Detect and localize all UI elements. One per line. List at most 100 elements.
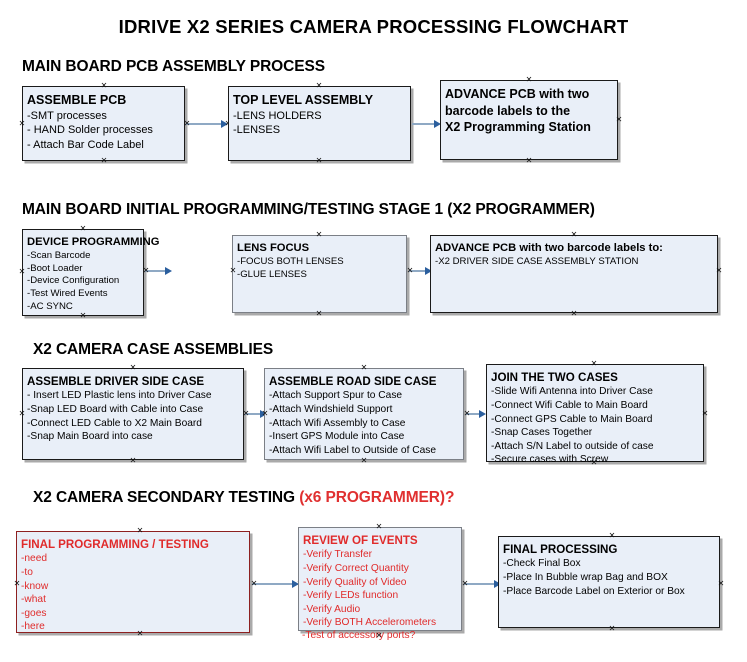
box-title: DEVICE PROGRAMMING: [27, 236, 160, 248]
anchor-handle[interactable]: ✕: [375, 631, 383, 640]
box-assemble-road-side-case[interactable]: ASSEMBLE ROAD SIDE CASE -Attach Support …: [264, 368, 464, 460]
box-line: -FOCUS BOTH LENSES: [237, 255, 344, 267]
box-final-processing[interactable]: FINAL PROCESSING -Check Final Box -Place…: [498, 536, 720, 628]
box-line: - Attach Bar Code Label: [27, 138, 144, 151]
anchor-handle[interactable]: ✕: [18, 267, 26, 276]
anchor-handle[interactable]: ✕: [315, 230, 323, 239]
box-advance-pcb-to-x2-programming-station[interactable]: ADVANCE PCB with two barcode labels to t…: [440, 80, 618, 160]
arrowhead-icon: [434, 119, 441, 128]
section-heading-accent: (x6 PROGRAMMER)?: [299, 489, 455, 506]
section-heading-x2-camera-secondary-testing: X2 CAMERA SECONDARY TESTING (x6 PROGRAMM…: [33, 489, 454, 507]
section-heading-text: MAIN BOARD INITIAL PROGRAMMING/TESTING S…: [22, 201, 595, 218]
box-line: -Check Final Box: [503, 558, 581, 570]
box-line: -Attach Windshield Support: [269, 403, 393, 415]
section-heading-text: X2 CAMERA CASE ASSEMBLIES: [33, 341, 274, 358]
box-line: -LENS HOLDERS: [233, 109, 322, 122]
anchor-handle[interactable]: ✕: [570, 230, 578, 239]
anchor-handle[interactable]: ✕: [79, 224, 87, 233]
anchor-handle[interactable]: ✕: [615, 115, 623, 124]
box-line: -Snap Cases Together: [491, 427, 593, 439]
box-title: ASSEMBLE DRIVER SIDE CASE: [27, 375, 205, 388]
anchor-handle[interactable]: ✕: [701, 409, 709, 418]
page-title: IDRIVE X2 SERIES CAMERA PROCESSING FLOWC…: [118, 16, 629, 37]
box-line: -Place Barcode Label on Exterior or Box: [503, 585, 685, 597]
anchor-handle[interactable]: ✕: [590, 458, 598, 467]
anchor-handle[interactable]: ✕: [18, 409, 26, 418]
box-line: -Connect GPS Cable to Main Board: [491, 413, 653, 425]
anchor-handle[interactable]: ✕: [100, 156, 108, 165]
anchor-handle[interactable]: ✕: [315, 81, 323, 90]
anchor-handle[interactable]: ✕: [406, 266, 414, 275]
box-final-programming-testing[interactable]: FINAL PROGRAMMING / TESTING -need -to -k…: [16, 531, 250, 633]
box-line: -SMT processes: [27, 109, 107, 122]
anchor-handle[interactable]: ✕: [590, 359, 598, 368]
section-heading-main-board-pcb-assembly-process: MAIN BOARD PCB ASSEMBLY PROCESS: [22, 58, 325, 76]
box-line: -Attach S/N Label to outside of case: [491, 440, 654, 452]
box-line: -Insert GPS Module into Case: [269, 431, 405, 443]
section-heading-text: MAIN BOARD PCB ASSEMBLY PROCESS: [22, 58, 325, 75]
anchor-handle[interactable]: ✕: [315, 156, 323, 165]
box-line: -need: [21, 553, 48, 565]
box-title: REVIEW OF EVENTS: [303, 534, 418, 547]
box-title: ASSEMBLE PCB: [27, 93, 127, 107]
anchor-handle[interactable]: ✕: [261, 409, 269, 418]
box-join-the-two-cases[interactable]: JOIN THE TWO CASES -Slide Wifi Antenna i…: [486, 364, 704, 465]
box-advance-pcb-to-driver-side-case-assembly[interactable]: ADVANCE PCB with two barcode labels to: …: [430, 235, 718, 313]
anchor-handle[interactable]: ✕: [608, 624, 616, 633]
anchor-handle[interactable]: ✕: [717, 579, 725, 588]
box-title: LENS FOCUS: [237, 242, 310, 254]
box-line: - HAND Solder processes: [27, 124, 153, 137]
anchor-handle[interactable]: ✕: [715, 266, 723, 275]
anchor-handle[interactable]: ✕: [183, 119, 191, 128]
box-title: TOP LEVEL ASSEMBLY: [233, 93, 374, 107]
box-title: FINAL PROCESSING: [503, 543, 618, 556]
box-title: ADVANCE PCB with two: [445, 87, 590, 101]
anchor-handle[interactable]: ✕: [608, 531, 616, 540]
anchor-handle[interactable]: ✕: [224, 120, 232, 128]
anchor-handle[interactable]: ✕: [100, 81, 108, 90]
anchor-handle[interactable]: ✕: [242, 409, 250, 418]
box-device-programming[interactable]: DEVICE PROGRAMMING -Scan Barcode -Boot L…: [22, 229, 160, 316]
box-line: -Connect LED Cable to X2 Main Board: [27, 417, 202, 429]
anchor-handle[interactable]: ✕: [129, 456, 137, 465]
anchor-handle[interactable]: ✕: [375, 522, 383, 531]
anchor-handle[interactable]: ✕: [136, 629, 144, 638]
anchor-handle[interactable]: ✕: [142, 266, 150, 275]
box-top-level-assembly[interactable]: TOP LEVEL ASSEMBLY -LENS HOLDERS -LENSES: [228, 86, 411, 161]
anchor-handle[interactable]: ✕: [360, 456, 368, 465]
box-assemble-pcb[interactable]: ASSEMBLE PCB -SMT processes - HAND Solde…: [22, 86, 185, 161]
anchor-handle[interactable]: ✕: [229, 266, 237, 275]
box-line: -Attach Support Spur to Case: [269, 390, 403, 402]
box-line: -Scan Barcode: [27, 249, 91, 261]
box-line: -Test Wired Events: [27, 288, 108, 300]
connector-arrow: [245, 413, 262, 415]
box-line: barcode labels to the: [445, 103, 571, 118]
box-lens-focus[interactable]: LENS FOCUS -FOCUS BOTH LENSES -GLUE LENS…: [232, 235, 407, 313]
anchor-handle[interactable]: ✕: [136, 526, 144, 535]
arrowhead-icon: [221, 119, 228, 128]
anchor-handle[interactable]: ✕: [315, 309, 323, 318]
connector-arrow: [252, 583, 294, 585]
anchor-handle[interactable]: ✕: [13, 579, 21, 588]
section-heading-main-board-initial-programming-testing-stage-1: MAIN BOARD INITIAL PROGRAMMING/TESTING S…: [22, 201, 595, 219]
box-line: -Device Configuration: [27, 275, 120, 287]
anchor-handle[interactable]: ✕: [360, 363, 368, 372]
box-title: ASSEMBLE ROAD SIDE CASE: [269, 375, 437, 388]
anchor-handle[interactable]: ✕: [570, 309, 578, 318]
box-title: FINAL PROGRAMMING / TESTING: [21, 538, 209, 551]
arrowhead-icon: [479, 409, 486, 418]
anchor-handle[interactable]: ✕: [250, 579, 258, 588]
box-line: -Verify Quality of Video: [303, 576, 407, 588]
anchor-handle[interactable]: ✕: [18, 119, 26, 128]
box-assemble-driver-side-case[interactable]: ASSEMBLE DRIVER SIDE CASE - Insert LED P…: [22, 368, 244, 460]
box-line: -to: [21, 566, 33, 578]
anchor-handle[interactable]: ✕: [461, 579, 469, 588]
anchor-handle[interactable]: ✕: [79, 311, 87, 320]
anchor-handle[interactable]: ✕: [525, 156, 533, 165]
anchor-handle[interactable]: ✕: [463, 409, 471, 418]
connector-arrow: [466, 413, 481, 415]
anchor-handle[interactable]: ✕: [129, 363, 137, 372]
anchor-handle[interactable]: ✕: [525, 75, 533, 84]
box-review-of-events[interactable]: REVIEW OF EVENTS -Verify Transfer -Verif…: [298, 527, 462, 631]
box-line: -Boot Loader: [27, 262, 83, 274]
